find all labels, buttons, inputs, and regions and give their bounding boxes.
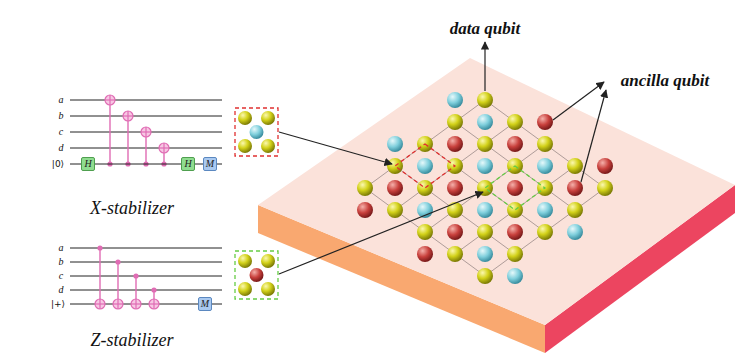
gate-symbol: M [201, 299, 209, 309]
gate-symbol: M [206, 159, 214, 169]
x-plaquette-outline [395, 144, 455, 188]
ancilla-wire [195, 164, 203, 165]
ancilla-wire [95, 164, 181, 165]
gate-symbol: H [84, 159, 91, 169]
circuit-title: X-stabilizer [90, 199, 174, 217]
wire-name: a [59, 243, 64, 253]
x-stabilizer-box [235, 108, 278, 156]
cnot-gates [95, 245, 159, 309]
initial-state: |+⟩ [51, 300, 65, 309]
z-circuit [70, 248, 222, 304]
hadamard-gate: H [81, 157, 95, 171]
wire-name: b [59, 257, 64, 267]
z-stabilizer-box [235, 251, 278, 299]
pointer-arrow [553, 82, 604, 120]
z-plaquette-outline [485, 166, 545, 210]
wire-name: b [59, 111, 64, 121]
wire-name: d [59, 285, 64, 295]
callout-label: ancilla qubit [621, 72, 709, 89]
callout-label: data qubit [450, 20, 520, 37]
pointer-arrow [279, 132, 392, 164]
wire-name: c [59, 127, 63, 137]
qubit-lattice [357, 92, 613, 284]
wire-name: c [59, 271, 63, 281]
lattice-lines [365, 100, 605, 276]
hadamard-gate: H [181, 157, 195, 171]
circuit-title: Z-stabilizer [90, 331, 173, 349]
pointer-arrow [581, 90, 606, 182]
pointer-arrow [484, 42, 485, 91]
measurement-gate: M [203, 157, 217, 171]
cnot-gates [105, 95, 169, 167]
initial-state: |0⟩ [52, 160, 64, 169]
pointer-arrow [279, 192, 483, 274]
measurement-gate: M [198, 297, 212, 311]
x-circuit [70, 100, 222, 164]
wire-name: a [59, 95, 64, 105]
slab-top-face [258, 58, 735, 325]
wire-name: d [59, 143, 64, 153]
gate-symbol: H [184, 159, 191, 169]
